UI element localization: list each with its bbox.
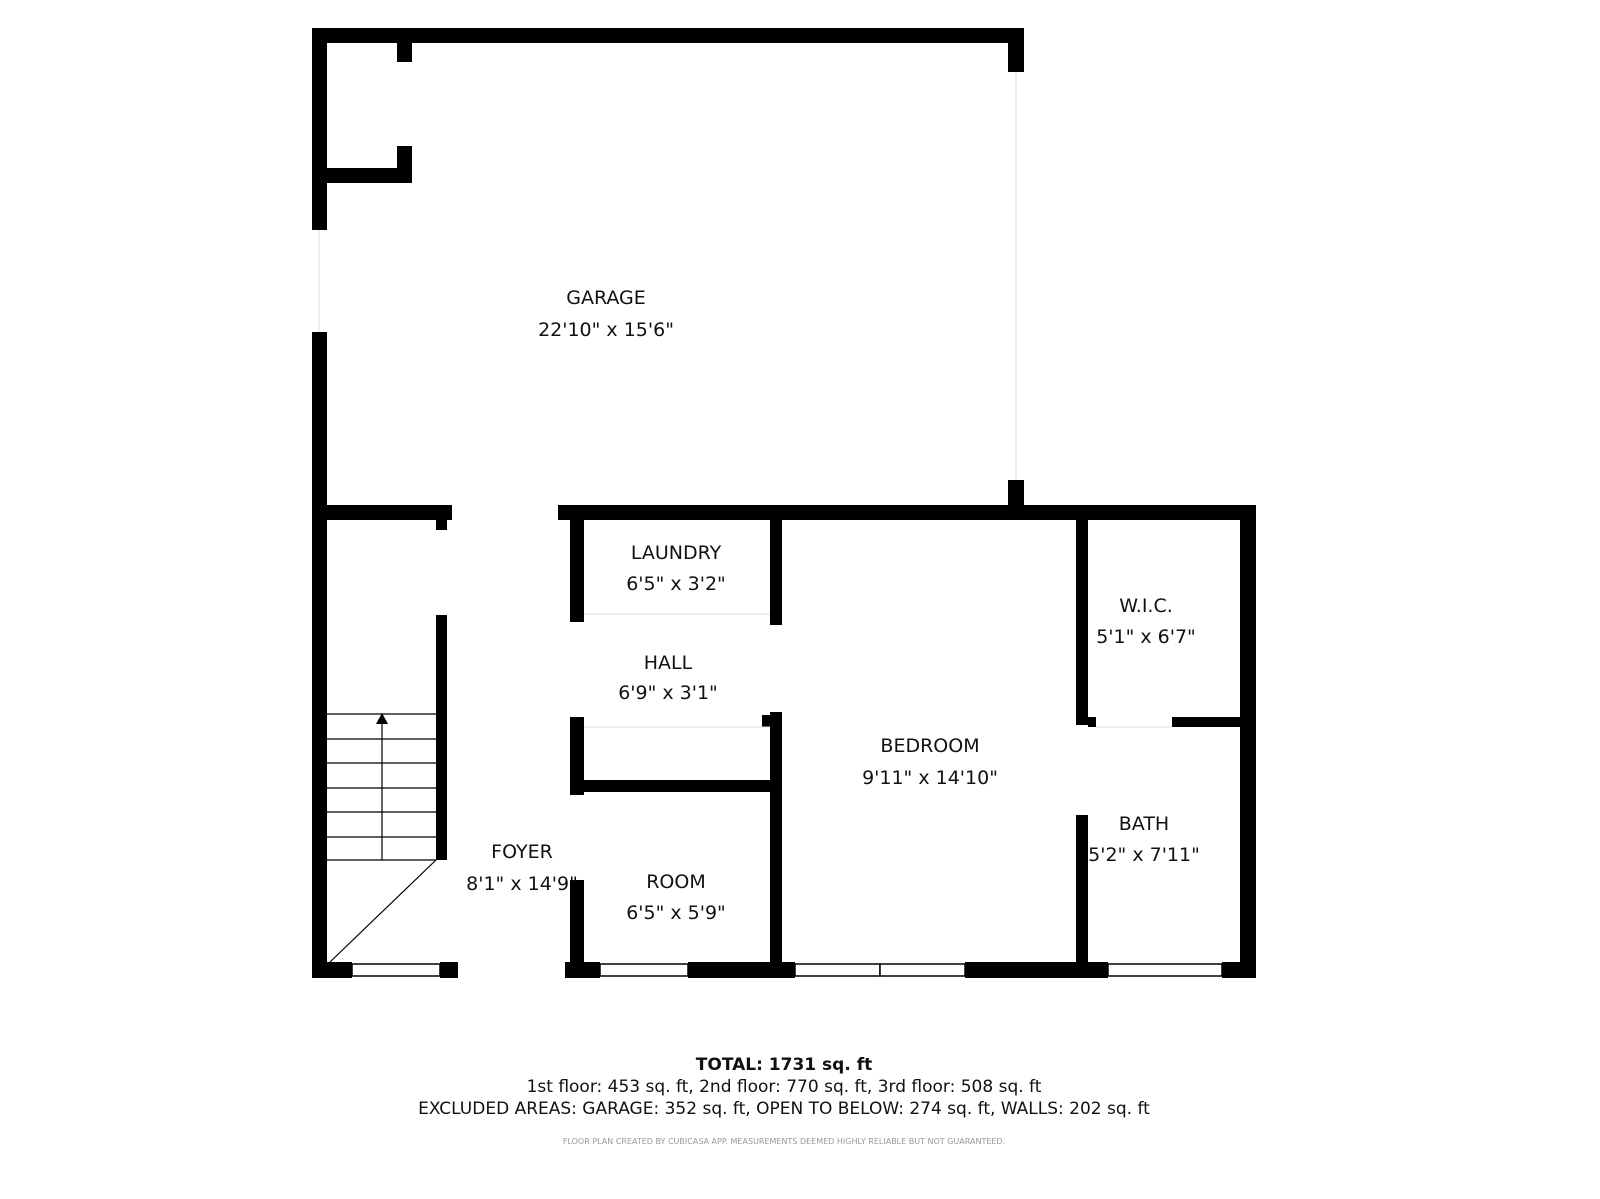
room-size-bath: 5'2" x 7'11" bbox=[1088, 844, 1200, 866]
room-size-wic: 5'1" x 6'7" bbox=[1096, 626, 1196, 648]
room-labels: GARAGE 22'10" x 15'6" LAUNDRY 6'5" x 3'2… bbox=[466, 287, 1200, 924]
stairs bbox=[327, 713, 437, 963]
room-name-bedroom: BEDROOM bbox=[880, 735, 979, 757]
room-size-laundry: 6'5" x 3'2" bbox=[626, 573, 726, 595]
window bbox=[1107, 963, 1223, 977]
window bbox=[879, 963, 966, 977]
walls bbox=[312, 28, 1256, 978]
room-name-laundry: LAUNDRY bbox=[631, 542, 722, 564]
room-size-hall: 6'9" x 3'1" bbox=[618, 682, 718, 704]
room-name-hall: HALL bbox=[644, 652, 693, 674]
room-name-bath: BATH bbox=[1119, 813, 1169, 835]
window bbox=[794, 963, 881, 977]
stair-arrow-icon bbox=[376, 713, 388, 724]
room-size-bedroom: 9'11" x 14'10" bbox=[862, 767, 998, 789]
openings bbox=[318, 72, 1223, 977]
window bbox=[599, 963, 689, 977]
room-name-garage: GARAGE bbox=[566, 287, 646, 309]
excluded-areas: EXCLUDED AREAS: GARAGE: 352 sq. ft, OPEN… bbox=[418, 1099, 1150, 1119]
room-name-foyer: FOYER bbox=[491, 841, 553, 863]
room-size-foyer: 8'1" x 14'9" bbox=[466, 873, 578, 895]
room-size-garage: 22'10" x 15'6" bbox=[538, 319, 674, 341]
disclaimer: FLOOR PLAN CREATED BY CUBICASA APP. MEAS… bbox=[562, 1137, 1006, 1146]
room-name-room: ROOM bbox=[646, 871, 706, 893]
total-area: TOTAL: 1731 sq. ft bbox=[695, 1055, 873, 1075]
room-name-wic: W.I.C. bbox=[1119, 595, 1173, 617]
window bbox=[351, 963, 441, 977]
room-size-room: 6'5" x 5'9" bbox=[626, 902, 726, 924]
floor-areas: 1st floor: 453 sq. ft, 2nd floor: 770 sq… bbox=[526, 1077, 1042, 1097]
